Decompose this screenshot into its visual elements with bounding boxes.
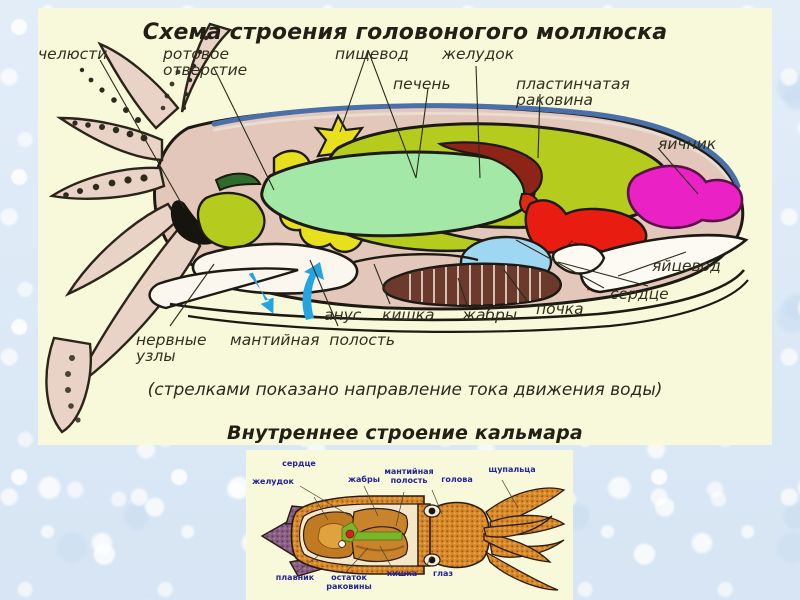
label-ganglia: нервные узлы bbox=[136, 331, 207, 366]
dark-gland bbox=[214, 172, 262, 192]
organ-white bbox=[338, 540, 346, 548]
squid-label-fin: плавник bbox=[275, 573, 315, 582]
label-heart: сердце bbox=[610, 285, 669, 303]
arm-mid bbox=[48, 166, 166, 200]
shell-plate-band bbox=[211, 103, 741, 189]
cephalopod-anatomy-illustration bbox=[45, 22, 749, 434]
leader-lines bbox=[99, 49, 699, 327]
squid-anatomy-illustration bbox=[260, 479, 566, 591]
arms-group bbox=[45, 41, 202, 434]
main-diagram-title: Схема строения головоногого моллюска bbox=[142, 20, 668, 45]
arm-upper-1 bbox=[97, 41, 180, 130]
label-ovary: яичник bbox=[658, 135, 717, 153]
label-intestine: кишка bbox=[382, 306, 435, 324]
rectum-duct bbox=[353, 253, 479, 264]
squid-label-head: голова bbox=[441, 475, 473, 484]
squid-label-gills: жабры bbox=[348, 475, 380, 484]
label-esophagus: пищевод bbox=[335, 45, 409, 63]
water-flow-caption: (стрелками показано направление тока дви… bbox=[147, 380, 663, 400]
squid-label-heart: сердце bbox=[282, 459, 316, 468]
squid-diagram-panel: сердце желудок жабры мантийная полость г… bbox=[246, 450, 573, 600]
label-kidney: почка bbox=[536, 300, 584, 318]
squid-heart bbox=[345, 529, 355, 539]
tentacle-dorsal-suckers bbox=[182, 35, 209, 110]
label-liver: печень bbox=[393, 75, 451, 93]
label-gills: жабры bbox=[462, 306, 518, 324]
squid-leader-lines bbox=[295, 479, 519, 573]
label-jaws: челюсти bbox=[38, 45, 108, 63]
label-mantle: мантийная полость bbox=[230, 331, 396, 349]
gill-filaments bbox=[409, 265, 541, 305]
arrow-in bbox=[248, 272, 274, 314]
water-flow-arrows bbox=[248, 262, 324, 320]
liver bbox=[260, 150, 537, 238]
label-stomach: желудок bbox=[442, 45, 515, 63]
mantle-ventral-edge bbox=[169, 269, 746, 322]
squid-label-intestine: кишка bbox=[386, 569, 418, 578]
squid-tentacles bbox=[483, 487, 566, 591]
squid-label-shell-rem: остаток раковины bbox=[326, 573, 372, 591]
gills bbox=[382, 262, 562, 307]
mantle-ventral-edge-2 bbox=[187, 279, 749, 333]
arm-lower-1 bbox=[64, 202, 180, 297]
arm-tip-club bbox=[45, 336, 92, 434]
suckers-group bbox=[63, 67, 181, 423]
label-anus: анус bbox=[324, 306, 362, 324]
main-diagram-panel: Схема строения головоногого моллюска (ст… bbox=[38, 8, 772, 445]
buccal-mass bbox=[196, 191, 266, 249]
label-shell: пластинчатая раковина bbox=[516, 75, 630, 110]
shell-plate-inner bbox=[212, 111, 736, 192]
label-mouth: ротовое отверстие bbox=[163, 45, 248, 80]
squid-label-stomach: желудок bbox=[252, 477, 294, 486]
main-diagram-subtitle: Внутреннее строение кальмара bbox=[227, 422, 583, 444]
arm-upper-2 bbox=[56, 116, 164, 162]
squid-label-eye: глаз bbox=[432, 569, 454, 578]
arrow-out bbox=[302, 262, 324, 320]
squid-label-mantle: мантийная полость bbox=[384, 467, 434, 485]
oviduct-proximal bbox=[551, 243, 606, 275]
label-oviduct: яйцевод bbox=[652, 257, 721, 275]
squid-label-tentacles: щупальца bbox=[488, 465, 536, 474]
ovary bbox=[626, 164, 744, 230]
oviduct bbox=[579, 233, 749, 294]
eye-upper-pupil bbox=[428, 507, 436, 515]
tentacle-dorsal bbox=[180, 22, 233, 113]
